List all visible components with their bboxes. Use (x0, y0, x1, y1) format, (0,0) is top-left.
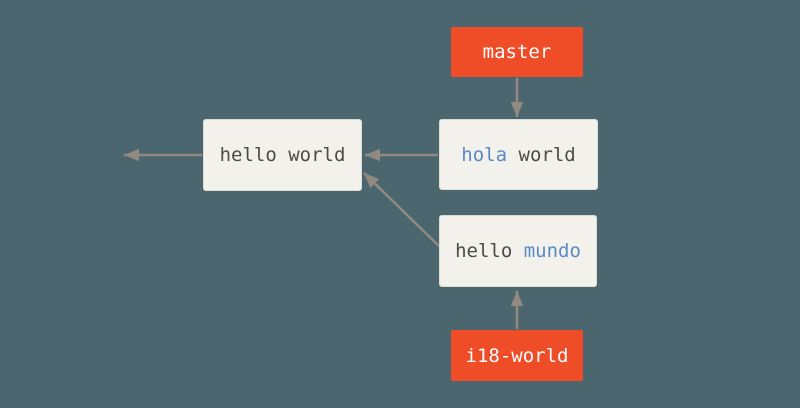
commit-message: hello world (219, 144, 346, 166)
commit-message-rest: world (507, 143, 576, 166)
commit-message-rest: hello (455, 240, 524, 262)
branch-label-master: master (451, 27, 583, 77)
commit-box-hola-world: hola world (439, 119, 598, 190)
commit-message: hola world (461, 144, 575, 166)
commit-box-hello-mundo: hello mundo (439, 215, 597, 287)
commit-message: hello mundo (455, 240, 581, 262)
commit-message-highlight: mundo (523, 240, 581, 262)
arrow-hello-mundo-to-hello-world (363, 172, 442, 249)
branch-label-i18-world: i18-world (451, 330, 583, 381)
branch-label-i18-world-text: i18-world (465, 344, 569, 367)
commit-box-hello-world: hello world (203, 119, 362, 191)
branch-label-master-text: master (482, 41, 552, 63)
commit-message-highlight: hola (461, 143, 508, 166)
